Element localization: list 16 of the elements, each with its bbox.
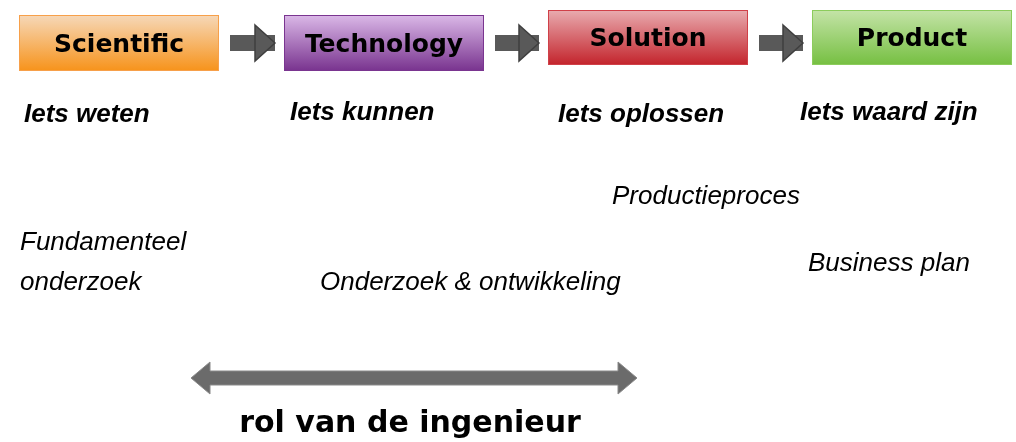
stage-description: Iets oplossen (558, 98, 726, 129)
activity-label: Productieproces (612, 179, 801, 212)
activity-label: Onderzoek & ontwikkeling (320, 265, 622, 298)
stage-box: Technology (284, 15, 484, 71)
activity-label: Fundamenteel onderzoek (20, 225, 188, 298)
stage-box: Scientific (19, 15, 219, 71)
block-arrow (230, 24, 276, 62)
stage-description: Iets waard zijn (800, 96, 979, 127)
stage-box: Product (812, 10, 1012, 65)
stage-description: Iets weten (24, 98, 151, 129)
role-label: rol van de ingenieur (238, 404, 582, 439)
stage-box: Solution (548, 10, 748, 65)
block-arrow (759, 24, 804, 62)
activity-label: Business plan (808, 246, 971, 279)
stage-description: Iets kunnen (290, 96, 436, 127)
block-arrow (495, 24, 540, 62)
